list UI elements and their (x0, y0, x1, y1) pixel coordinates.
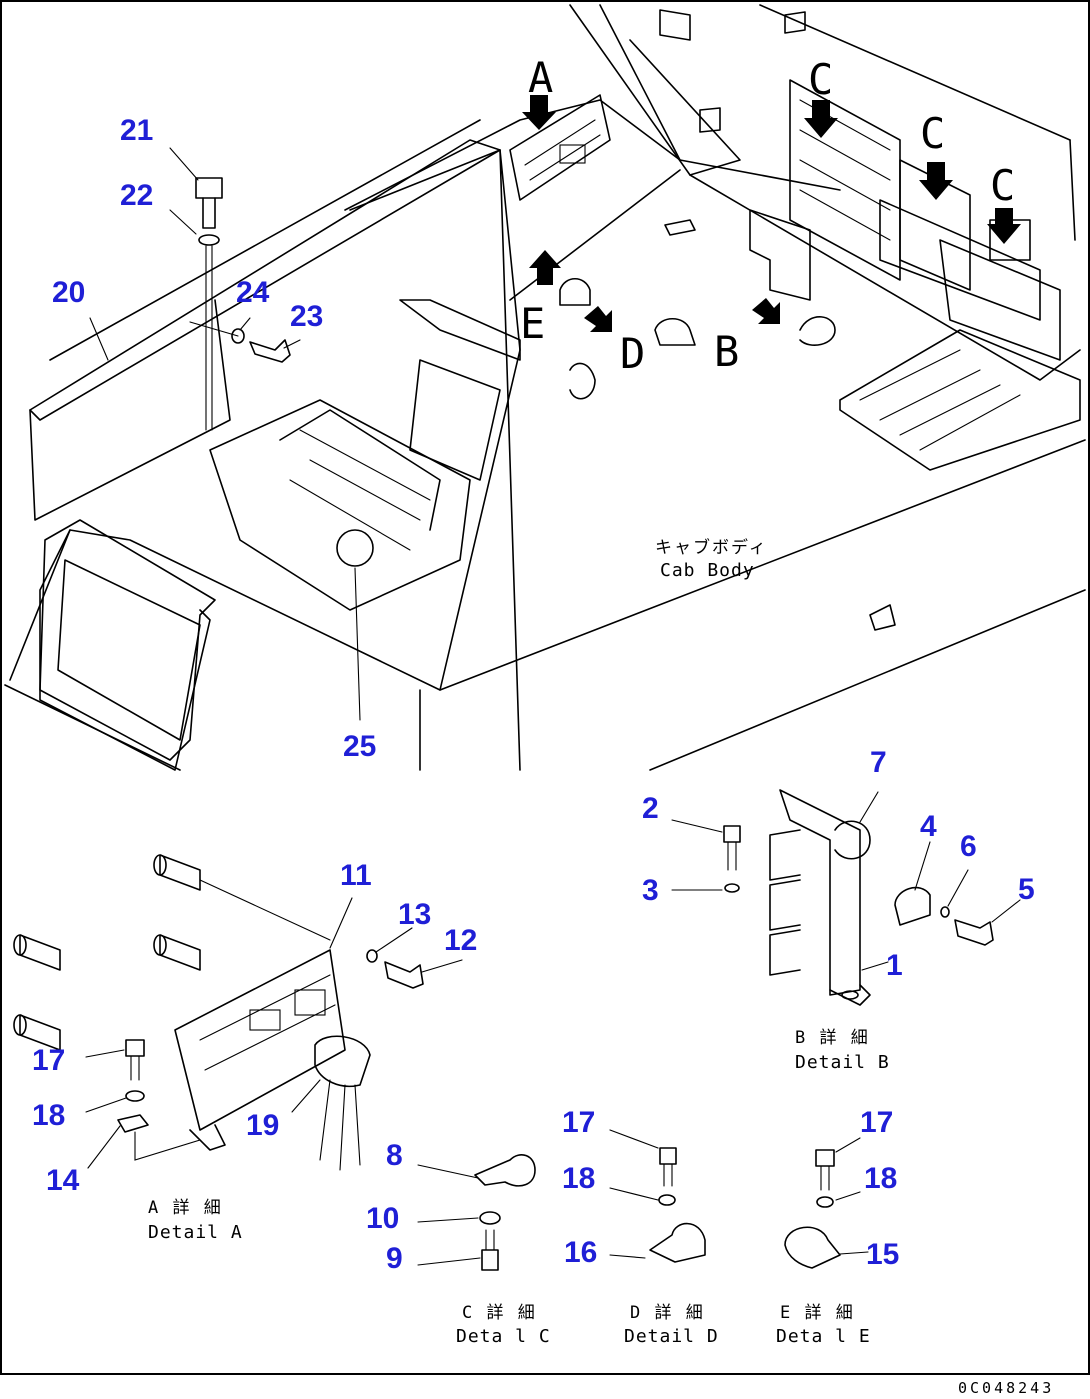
view-letter-b: B (714, 327, 739, 376)
callout-19: 19 (246, 1109, 279, 1142)
detail-c-label-jp: C 詳 細 (462, 1303, 537, 1323)
cab-body-label-en: Cab Body (660, 560, 755, 581)
bolt-21-head (195, 177, 223, 199)
view-letter-c2: C (920, 109, 945, 158)
view-arrow-b (752, 298, 780, 324)
detail-e-label-jp: E 詳 細 (780, 1303, 855, 1323)
callout-4: 4 (920, 810, 937, 843)
monitor-bezel (39, 519, 216, 761)
bracket-1 (779, 789, 861, 996)
detail-b-view: B 詳 細 Detail B (671, 789, 1021, 1073)
callout-11: 11 (340, 859, 372, 892)
washer-13 (366, 949, 378, 963)
connector-19 (314, 1035, 371, 1087)
clip-14 (117, 1114, 149, 1133)
washer-24 (231, 328, 245, 344)
callout-labels: 21 22 20 24 23 25 2 3 7 4 6 5 1 11 13 12… (32, 114, 1035, 1275)
washer-18-a (125, 1090, 145, 1102)
bolt-17-b (659, 1147, 677, 1165)
detail-d-view: D 詳 細 Detail D (609, 1129, 719, 1347)
washer-6 (940, 906, 950, 918)
callout-18a: 18 (32, 1099, 65, 1132)
bolt-9 (481, 1249, 499, 1271)
clamp-8 (474, 1154, 536, 1187)
view-letter-c3: C (990, 161, 1015, 210)
screw-12 (384, 961, 424, 989)
bracket-a-plate (174, 949, 346, 1131)
callout-15: 15 (866, 1238, 899, 1271)
detail-a-label-en: Detail A (148, 1222, 243, 1243)
callout-25: 25 (343, 730, 376, 763)
fuse-box (789, 79, 901, 281)
callout-6: 6 (960, 830, 977, 863)
washer-3 (724, 883, 740, 893)
view-letter-a: A (528, 53, 553, 102)
bolt-17-c (815, 1149, 835, 1167)
clamp-7 (834, 820, 871, 860)
detail-d-label-en: Detail D (624, 1326, 719, 1347)
detail-e-label-en: Deta l E (776, 1326, 871, 1347)
clamp-15 (784, 1226, 841, 1269)
detail-b-label-en: Detail B (795, 1052, 890, 1073)
dial-knob (336, 529, 374, 567)
view-arrow-c3 (987, 208, 1021, 244)
detail-a-label-jp: A 詳 細 (148, 1198, 223, 1218)
bolt-5 (954, 919, 994, 946)
callout-8: 8 (386, 1139, 403, 1172)
detail-d-label-jp: D 詳 細 (630, 1303, 705, 1323)
callout-2: 2 (642, 792, 659, 825)
detail-c-view: C 詳 細 Deta l C (417, 1154, 551, 1347)
view-arrow-c1 (804, 100, 838, 138)
callout-3: 3 (642, 874, 659, 907)
view-arrow-e (529, 250, 561, 285)
callout-17c: 17 (860, 1106, 893, 1139)
callout-12: 12 (444, 924, 477, 957)
callout-1: 1 (886, 949, 903, 982)
clamp-16 (649, 1222, 706, 1263)
view-letter-c1: C (808, 55, 833, 104)
callout-10: 10 (366, 1202, 399, 1235)
monitor-screen (57, 559, 201, 741)
callout-17b: 17 (562, 1106, 595, 1139)
detail-a-view: A 詳 細 Detail A (13, 854, 463, 1243)
callout-22: 22 (120, 179, 153, 212)
callout-20: 20 (52, 276, 85, 309)
callout-14: 14 (46, 1164, 80, 1197)
callout-16: 16 (564, 1236, 597, 1269)
callout-9: 9 (386, 1242, 403, 1275)
bolt-2 (723, 825, 741, 843)
callout-17a: 17 (32, 1044, 65, 1077)
washer-22 (198, 234, 220, 246)
callout-24: 24 (236, 276, 270, 309)
bracket-a (509, 94, 611, 201)
callout-18b: 18 (562, 1162, 595, 1195)
washer-10 (479, 1211, 501, 1225)
view-letter-e: E (520, 299, 545, 348)
clamp-4 (894, 886, 931, 926)
detail-b-label-jp: B 詳 細 (795, 1028, 870, 1048)
callout-18c: 18 (864, 1162, 897, 1195)
view-letter-d: D (620, 329, 645, 378)
bolt-17-a (125, 1039, 145, 1057)
view-arrow-a (522, 95, 556, 130)
cab-body-label-jp: キャブボディ (655, 537, 768, 558)
washer-18-b (658, 1194, 676, 1206)
callout-23: 23 (290, 300, 323, 333)
drawing-code: 0C048243 (958, 1379, 1054, 1397)
detail-e-view: E 詳 細 Deta l E (776, 1137, 871, 1347)
bolt-23 (249, 339, 291, 363)
detail-c-label-en: Deta l C (456, 1326, 551, 1347)
callout-7: 7 (870, 746, 887, 779)
callout-21: 21 (120, 114, 153, 147)
view-arrow-d (584, 306, 612, 332)
view-arrow-c2 (919, 162, 953, 200)
washer-18-c (816, 1196, 834, 1208)
callout-5: 5 (1018, 873, 1035, 906)
main-assembly-view: A C C C E D B キャブボディ Cab Body (4, 4, 1086, 771)
callout-13: 13 (398, 898, 431, 931)
